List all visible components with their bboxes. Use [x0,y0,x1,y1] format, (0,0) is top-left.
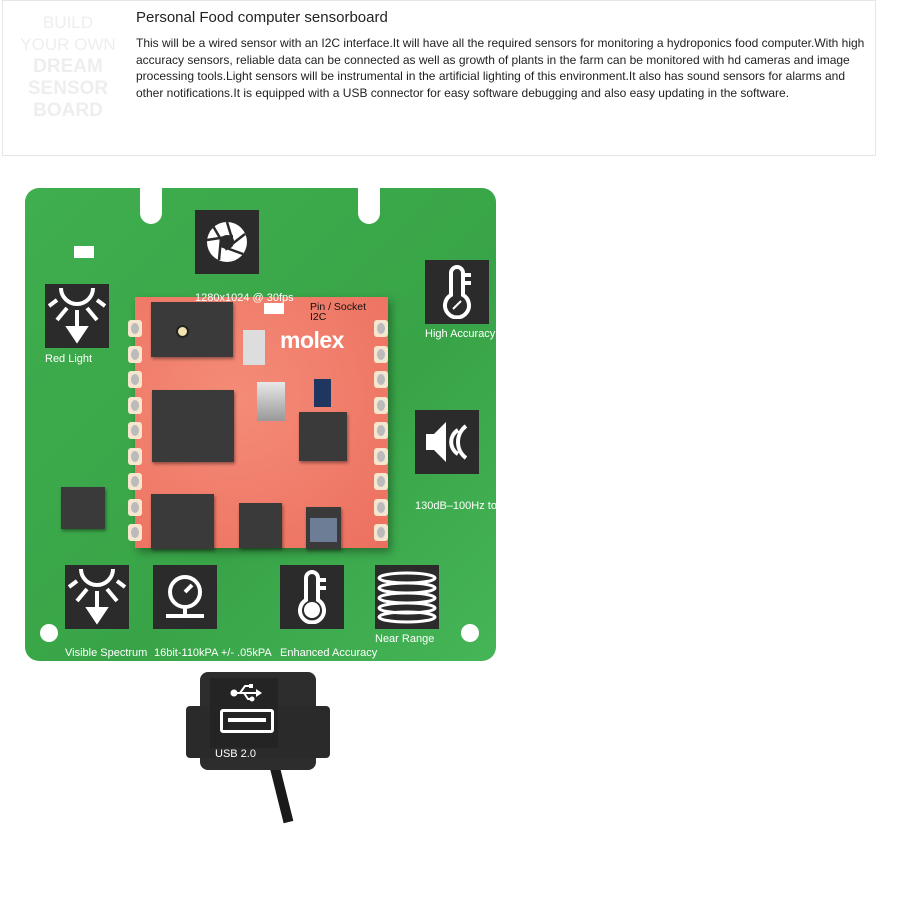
chip [151,494,214,549]
module-pad [374,498,388,516]
pin-socket-label: Pin / Socket I2C [310,301,367,323]
chip [306,507,341,549]
module-pad [128,320,142,337]
camera-aperture-icon[interactable] [195,210,259,274]
thermometer-icon[interactable] [280,565,344,629]
led [74,246,94,258]
sensor-label: 1280x1024 @ 30fps [195,292,294,304]
logo-line: SENSOR [27,78,109,99]
mic-hole [176,325,189,338]
brand-logo: molex [280,327,344,353]
usb-port [220,709,274,733]
module-pad [374,371,388,388]
speaker-icon[interactable] [415,410,479,474]
logo: BUILD YOUR OWN DREAM SENSOR BOARD [20,12,116,122]
card-description: This will be a wired sensor with an I2C … [136,36,865,100]
logo-line: BUILD [42,13,94,32]
card-title: Personal Food computer sensorboard [136,9,388,26]
component [243,330,265,365]
module-pad [374,473,388,490]
sensor-label: High Accuracy [425,328,496,340]
board-notch [358,188,380,224]
sensor-label: 16bit-110kPA +/- .05kPA [154,647,272,659]
usb-icon [230,682,262,709]
module-pad [128,345,142,363]
chip [239,503,282,548]
module-pad [374,447,388,465]
module-pad [374,320,388,337]
module-pad [374,524,388,541]
usb-connector[interactable]: USB 2.0 [186,672,330,770]
chip [152,390,234,462]
chip [151,302,233,357]
light-rays-icon[interactable] [45,284,109,348]
module-pad [128,473,142,490]
usb-label: USB 2.0 [215,748,256,760]
sensor-label: Near Range [375,633,435,645]
light-rays-icon[interactable] [65,565,129,629]
sensor-label: Visible Spectrum [65,647,148,659]
module-pad [128,422,142,439]
board-notch [140,188,162,224]
module-pad [374,345,388,363]
pin-sub-label: I2C [310,311,327,323]
thermometer-percent-icon[interactable] [425,260,489,324]
sensor-label: Red Light [45,353,93,365]
module-pad [128,524,142,541]
component [314,379,331,407]
module-pad [374,396,388,414]
module-pad [374,422,388,439]
module-pad [128,396,142,414]
chip [299,412,347,461]
sensor-label: 130dB–100Hz to [415,500,497,512]
crystal [257,382,285,421]
mount-hole [40,624,58,642]
module-pad [128,498,142,516]
logo-line: YOUR OWN [20,35,116,54]
coil-icon[interactable] [375,565,439,629]
sensor-label: Enhanced Accuracy [280,647,378,659]
info-card [2,0,876,156]
chip [61,487,105,529]
logo-line: DREAM [33,56,103,77]
module-pad [128,447,142,465]
mount-hole [461,624,479,642]
led [264,303,284,314]
logo-line: BOARD [33,100,103,121]
pressure-gauge-icon[interactable] [153,565,217,629]
module-pad [128,371,142,388]
pin-label: Pin / Socket [310,301,367,313]
